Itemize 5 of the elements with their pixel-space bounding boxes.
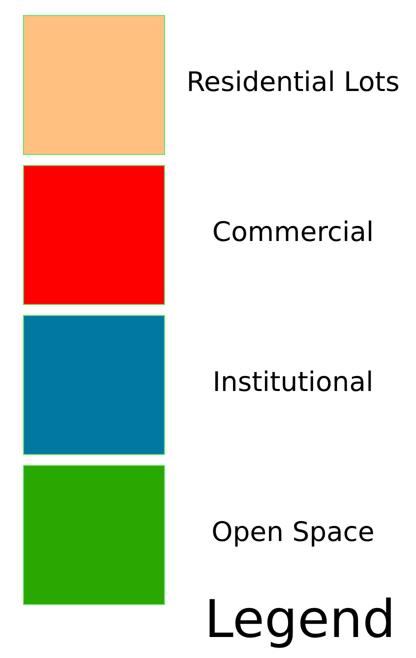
legend-label: Commercial xyxy=(212,217,374,248)
legend-label: Open Space xyxy=(212,517,374,548)
legend-label: Residential Lots xyxy=(186,67,400,98)
legend-heading: Legend xyxy=(204,590,396,650)
legend-label: Institutional xyxy=(212,367,374,398)
